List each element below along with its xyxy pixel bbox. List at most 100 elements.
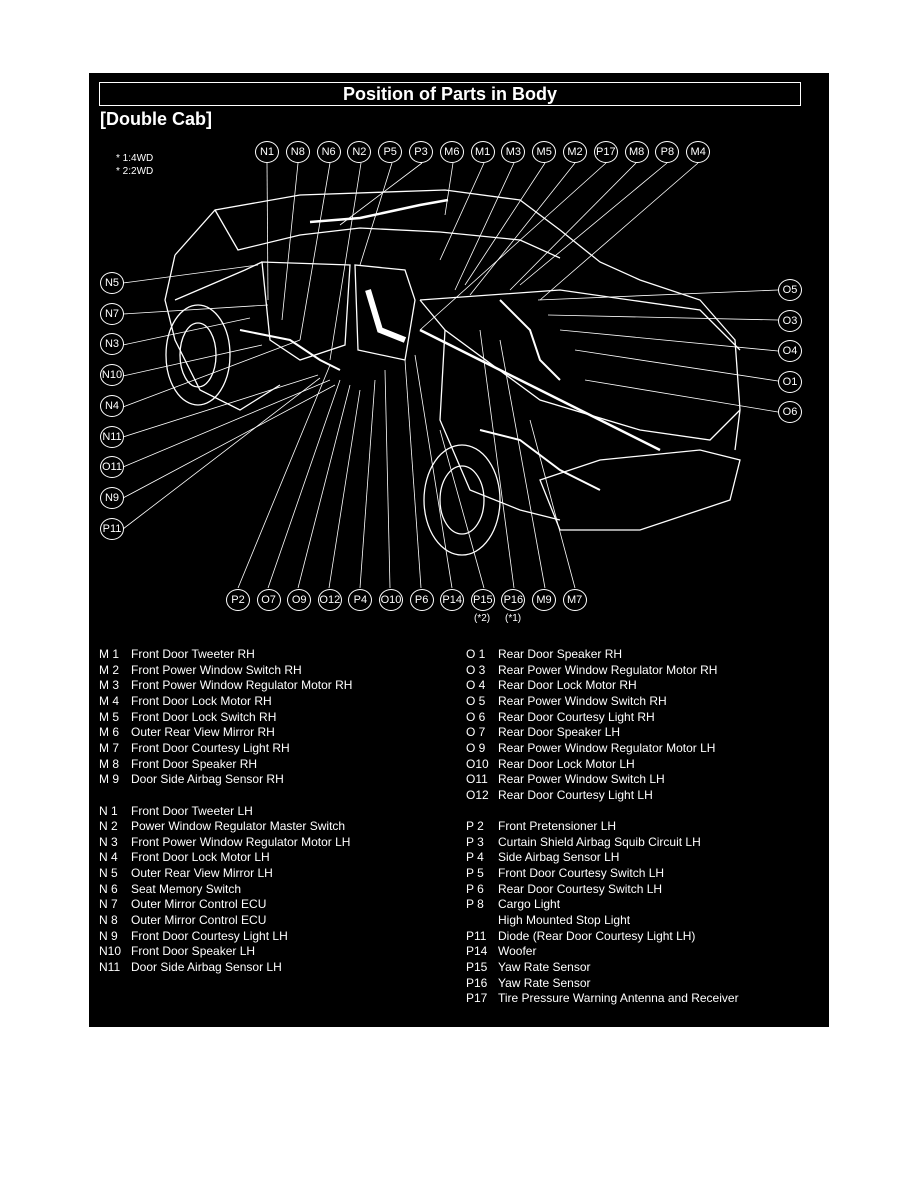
legend-name: Curtain Shield Airbag Squib Circuit LH <box>498 834 701 849</box>
legend-name: Rear Door Courtesy Switch LH <box>498 881 663 896</box>
callout-m7: M7 <box>562 589 587 611</box>
legend-name: Power Window Regulator Master Switch <box>131 819 346 834</box>
callout-o7: O7 <box>256 589 281 611</box>
legend-code: O 7 <box>466 725 486 740</box>
callout-o11: O11 <box>100 456 124 479</box>
legend-code: M 7 <box>99 740 120 755</box>
callout-p11: P11 <box>100 517 124 540</box>
legend-code: P 3 <box>466 834 484 849</box>
legend-code: N 3 <box>99 834 118 849</box>
legend-code: P 2 <box>466 819 484 834</box>
legend-code: N 1 <box>99 803 118 818</box>
callout-o4: O4 <box>778 340 802 362</box>
legend-name: Front Door Speaker RH <box>131 756 258 771</box>
legend-name: Front Door Tweeter LH <box>131 803 253 818</box>
legend-name: Outer Rear View Mirror LH <box>131 866 273 881</box>
callout-p4: P4 <box>348 589 373 611</box>
legend-code: P 4 <box>466 850 484 865</box>
legend-name: Front Pretensioner LH <box>498 819 617 834</box>
callout-o10: O10 <box>379 589 403 611</box>
legend-name: Rear Power Window Switch RH <box>498 693 667 708</box>
callout-n11: N11 <box>100 425 124 448</box>
legend-name: Side Airbag Sensor LH <box>498 850 620 865</box>
legend-code: N11 <box>99 960 121 974</box>
callout-m8: M8 <box>624 141 649 163</box>
callout-n6: N6 <box>316 141 341 163</box>
legend-code: N 4 <box>99 850 118 865</box>
legend-name: Front Door Lock Motor RH <box>131 693 272 708</box>
note-2wd: * 2:2WD <box>116 166 154 177</box>
legend-code: O10 <box>466 756 489 771</box>
legend-code: M 3 <box>99 678 120 693</box>
legend-name: Outer Rear View Mirror RH <box>131 725 275 740</box>
legend-code: O11 <box>466 772 488 787</box>
legend-name: Front Door Courtesy Light RH <box>131 740 290 755</box>
callout-p17: P17 <box>593 141 618 163</box>
legend-code: M 9 <box>99 772 120 787</box>
legend-name: Front Door Lock Motor LH <box>131 850 270 865</box>
legend-name: Front Door Tweeter RH <box>131 647 255 661</box>
legend-name: Front Power Window Regulator Motor RH <box>131 678 353 693</box>
callout-n7: N7 <box>100 302 124 325</box>
legend-code: P14 <box>466 944 488 959</box>
legend-code: O 4 <box>466 678 486 693</box>
legend-name: Tire Pressure Warning Antenna and Receiv… <box>498 991 739 1006</box>
legend-name: Rear Door Courtesy Light RH <box>498 709 655 724</box>
callout-m6: M6 <box>439 141 464 163</box>
legend-code: N 2 <box>99 819 118 834</box>
legend-code: M 5 <box>99 709 120 724</box>
legend-name: Front Door Courtesy Light LH <box>131 928 288 943</box>
legend-code: P11 <box>466 928 487 943</box>
legend-name: Front Door Lock Switch RH <box>131 709 277 724</box>
legend-code: M 8 <box>99 756 120 771</box>
legend-code: M 2 <box>99 662 120 677</box>
legend-name: Door Side Airbag Sensor RH <box>131 772 284 787</box>
legend-code: N 9 <box>99 928 118 943</box>
legend-code: M 4 <box>99 693 120 708</box>
legend-code: O 1 <box>466 647 486 661</box>
callout-p15: P15 <box>470 589 495 611</box>
callout-m2: M2 <box>563 141 587 163</box>
legend-code: P16 <box>466 975 488 990</box>
legend-name: Outer Mirror Control ECU <box>131 913 267 928</box>
legend-name: Door Side Airbag Sensor LH <box>131 960 282 974</box>
callout-p2: P2 <box>226 589 250 611</box>
legend-code: P17 <box>466 991 488 1006</box>
legend-code: P 6 <box>466 881 484 896</box>
callout-n4: N4 <box>100 394 124 417</box>
legend-code: P15 <box>466 960 488 974</box>
legend-name: Front Power Window Switch RH <box>131 662 302 677</box>
legend-code: O 9 <box>466 740 486 755</box>
callout-m1: M1 <box>470 141 495 163</box>
note-p15: (*2) <box>474 613 491 624</box>
legend-name: Rear Door Lock Motor RH <box>498 678 637 693</box>
legend-code: O 6 <box>466 709 486 724</box>
callout-p5: P5 <box>378 141 403 163</box>
legend-code: O 3 <box>466 662 486 677</box>
callout-n5: N5 <box>100 272 124 294</box>
legend-name: Rear Door Speaker RH <box>498 647 623 661</box>
legend-name: Seat Memory Switch <box>131 881 242 896</box>
callout-p6: P6 <box>409 589 434 611</box>
legend-name: Diode (Rear Door Courtesy Light LH) <box>498 928 696 943</box>
legend-name: Outer Mirror Control ECU <box>131 897 267 912</box>
legend-name: Woofer <box>498 944 537 959</box>
legend-name: Front Door Courtesy Switch LH <box>498 866 665 881</box>
callout-o1: O1 <box>778 370 802 393</box>
diagram-subtitle: [Double Cab] <box>100 109 212 129</box>
legend-name: Front Door Speaker LH <box>131 944 256 959</box>
legend-code: N 6 <box>99 881 118 896</box>
leader-lines <box>122 162 779 589</box>
callout-o3: O3 <box>778 309 802 332</box>
callout-m4: M4 <box>686 141 711 163</box>
legend-code: N 7 <box>99 897 118 912</box>
callout-n3: N3 <box>100 333 124 356</box>
page-title: Position of Parts in Body <box>99 82 801 106</box>
callout-p3: P3 <box>409 141 433 163</box>
diagram-panel <box>89 73 829 1027</box>
legend-code: N10 <box>99 944 122 959</box>
callout-n10: N10 <box>100 364 124 387</box>
legend-name: Rear Power Window Regulator Motor LH <box>498 740 716 755</box>
callout-o5: O5 <box>778 279 802 301</box>
legend-name: High Mounted Stop Light <box>498 913 631 928</box>
